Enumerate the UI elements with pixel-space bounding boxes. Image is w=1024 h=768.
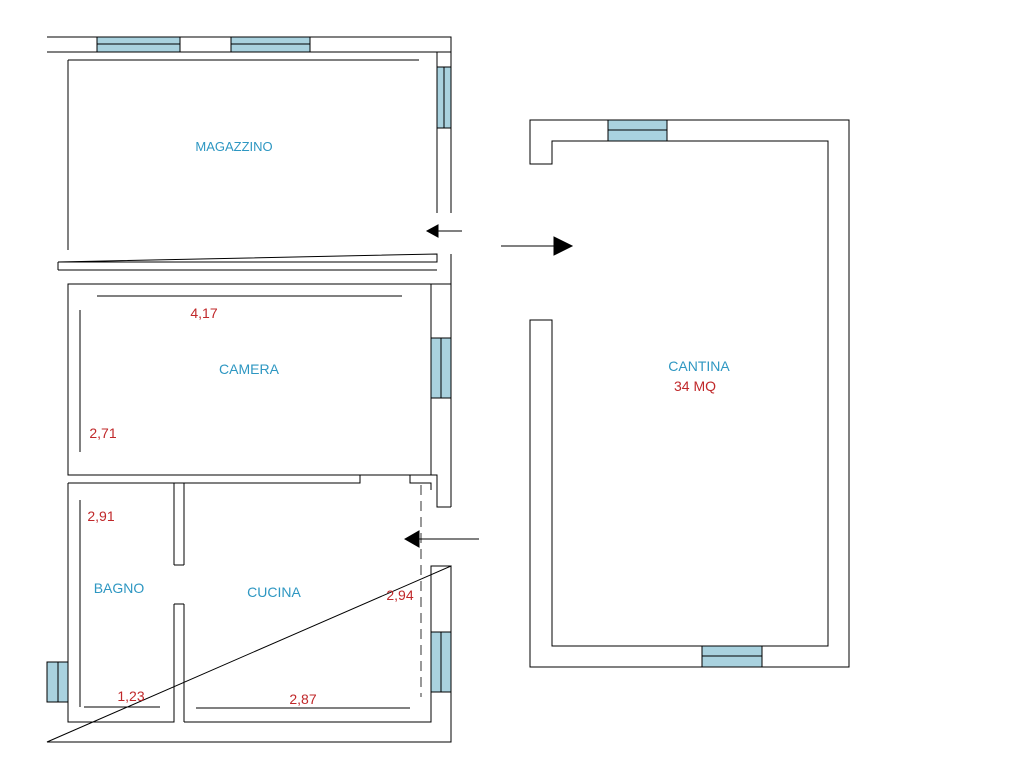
arrow-left-icon bbox=[425, 224, 462, 238]
window-icon bbox=[430, 337, 452, 399]
window-icon bbox=[46, 661, 69, 703]
cantina-walls bbox=[529, 119, 850, 668]
windows-cantina bbox=[607, 119, 763, 668]
room-label-cantina: CANTINA bbox=[668, 358, 730, 374]
window-icon bbox=[701, 645, 763, 668]
room-label-magazzino: MAGAZZINO bbox=[195, 139, 272, 154]
window-icon bbox=[436, 66, 452, 129]
cantina-area-label: 34 MQ bbox=[674, 378, 716, 394]
dimension-labels: 34 MQ 4,17 2,71 2,91 1,23 2,94 2,87 bbox=[87, 305, 716, 707]
dimension-camera-depth: 2,71 bbox=[89, 425, 116, 441]
window-icon bbox=[607, 119, 668, 142]
arrow-right-icon bbox=[501, 236, 574, 256]
dimension-cucina-width: 2,87 bbox=[289, 691, 316, 707]
windows-main bbox=[46, 36, 452, 703]
room-labels: MAGAZZINO CAMERA BAGNO CUCINA CANTINA bbox=[94, 139, 731, 600]
dimension-bagno-depth: 2,91 bbox=[87, 508, 114, 524]
window-icon bbox=[430, 631, 452, 693]
arrows bbox=[403, 224, 574, 548]
main-building-walls bbox=[46, 36, 452, 743]
dimension-cucina-depth: 2,94 bbox=[386, 587, 413, 603]
room-label-camera: CAMERA bbox=[219, 361, 280, 377]
room-label-bagno: BAGNO bbox=[94, 580, 145, 596]
dimension-bagno-width: 1,23 bbox=[117, 688, 144, 704]
dimension-camera-width: 4,17 bbox=[190, 305, 217, 321]
window-icon bbox=[230, 36, 311, 53]
window-icon bbox=[96, 36, 181, 53]
arrow-left-icon bbox=[403, 530, 479, 548]
room-label-cucina: CUCINA bbox=[247, 584, 301, 600]
